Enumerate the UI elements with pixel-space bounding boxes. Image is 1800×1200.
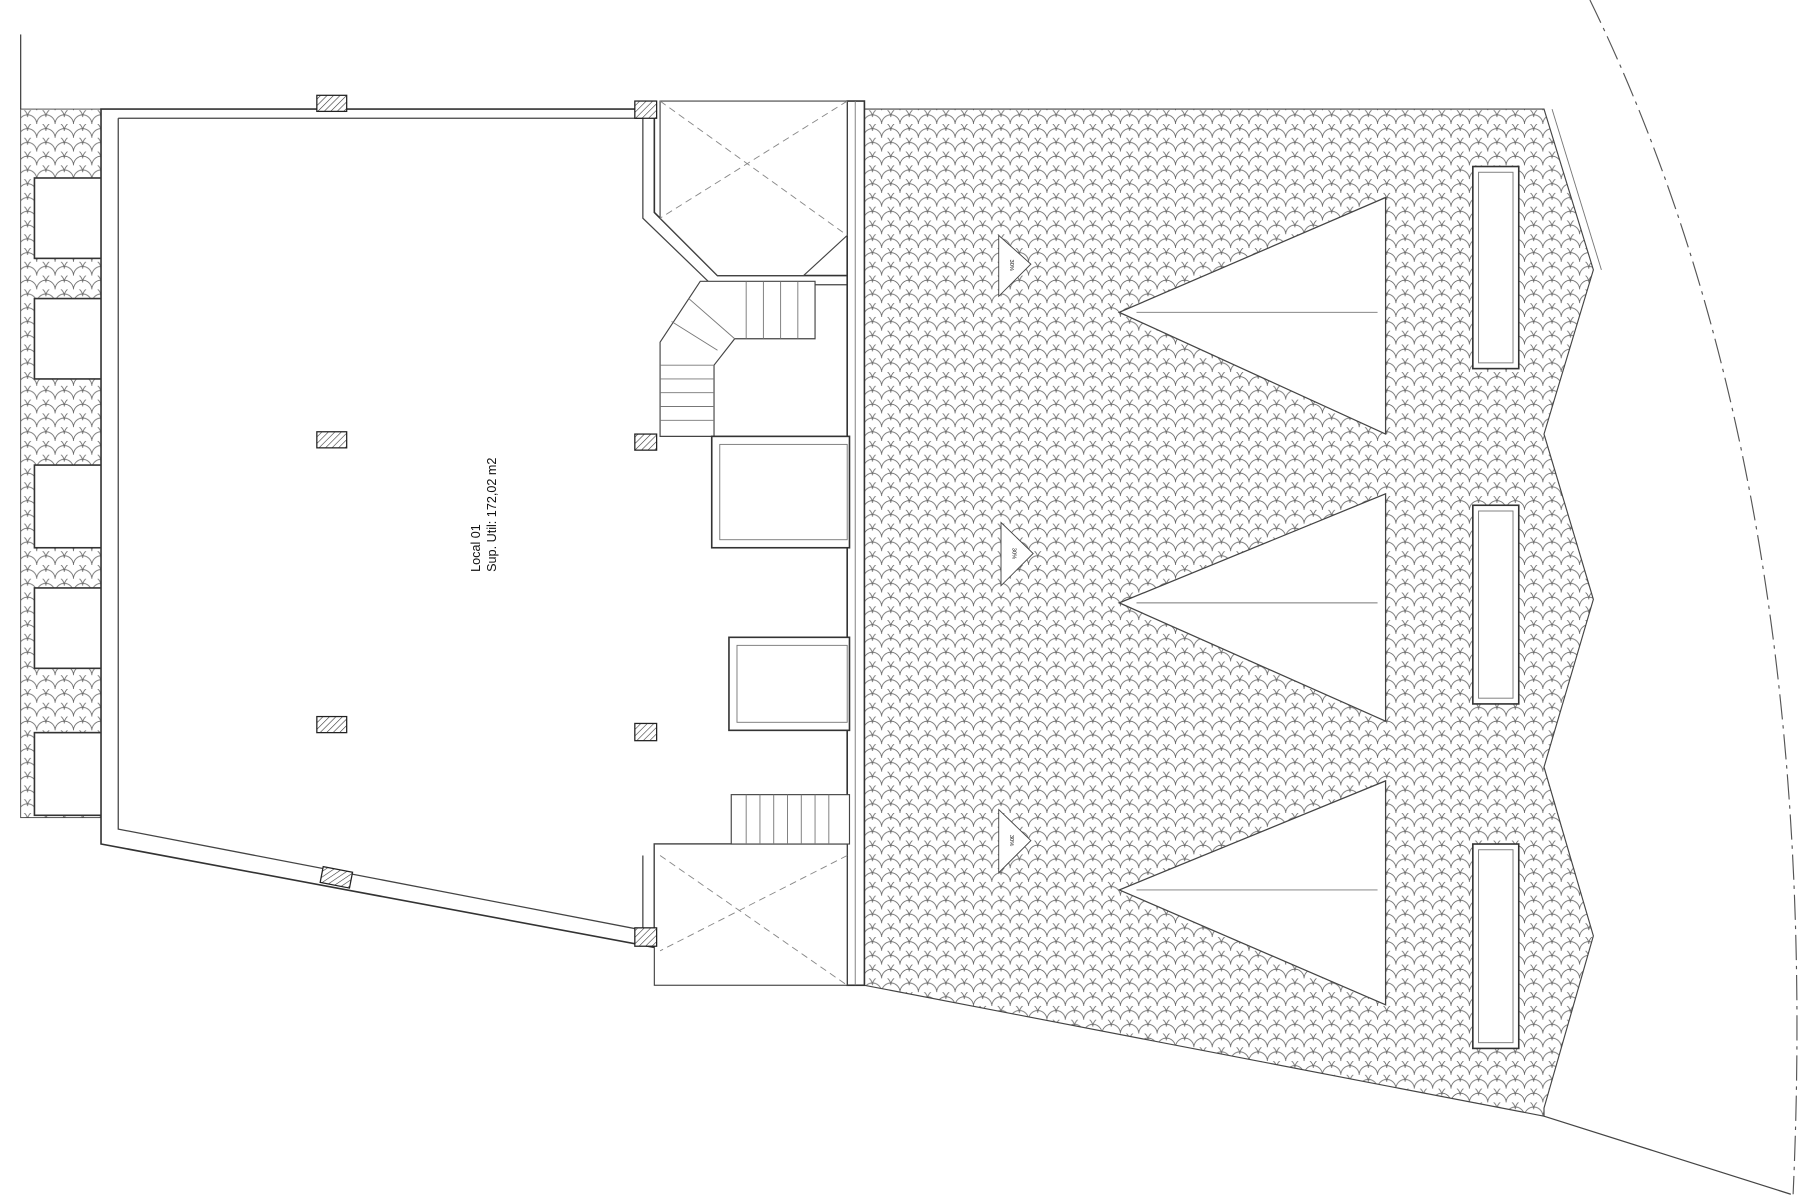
property-boundary [1589,0,1798,1195]
light-well-bottom [653,843,848,986]
service-room-2 [728,636,851,732]
service-room-1 [710,435,851,549]
slope-markers: 30% 30% 30% [998,234,1034,874]
light-well-top [659,100,848,277]
slope-label: 30% [1008,260,1014,271]
slope-label: 30% [1011,548,1017,559]
room-area: Sup. Util: 172,02 m2 [485,458,499,572]
room-label: Local 01 Sup. Util: 172,02 m2 [469,458,499,572]
columns [316,94,658,947]
left-windows [33,177,114,817]
stair-top [659,280,816,437]
stair-bottom [730,794,851,845]
skylights [1472,165,1520,1050]
slope-label: 30% [1008,835,1014,846]
site-edge [1543,1115,1792,1195]
room-name: Local 01 [469,524,483,572]
roof-hips [1117,196,1387,1006]
